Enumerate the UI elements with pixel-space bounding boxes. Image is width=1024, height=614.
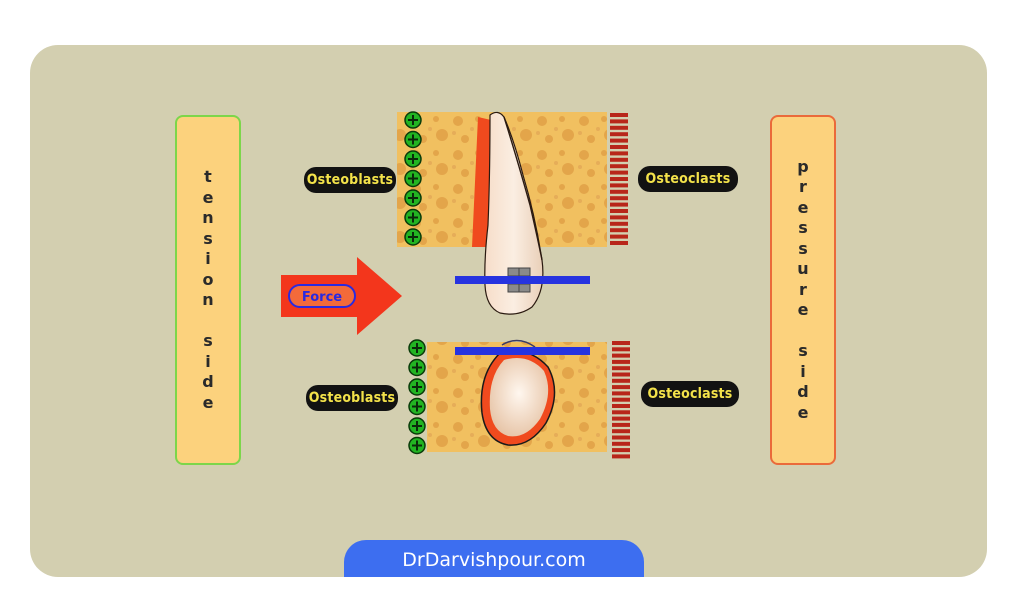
- red-bar-icon: [610, 170, 628, 175]
- pressure-side-label-char: e: [797, 402, 809, 422]
- red-bar-icon: [610, 234, 628, 239]
- tooth-cross-section: [489, 358, 549, 437]
- red-bar-icon: [612, 366, 630, 371]
- force-arrow-icon: Force: [281, 257, 402, 335]
- red-bar-icon: [612, 435, 630, 440]
- section-plane-upper: [455, 276, 590, 284]
- plus-sign: [412, 343, 422, 353]
- red-bar-icon: [612, 410, 630, 415]
- red-bar-icon: [612, 448, 630, 453]
- footer-site-badge[interactable]: DrDarvishpour.com: [344, 540, 644, 577]
- red-bar-icon: [610, 202, 628, 207]
- osteoclasts-label-upper: Osteoclasts: [638, 166, 738, 192]
- red-bar-icon: [612, 441, 630, 446]
- plus-sign: [408, 232, 418, 242]
- red-bar-icon: [610, 189, 628, 194]
- red-bar-icon: [610, 183, 628, 188]
- tension-side-label-char: e: [202, 392, 214, 412]
- osteoblast-markers-upper: [404, 111, 422, 246]
- red-bar-icon: [612, 385, 630, 390]
- red-bar-icon: [612, 429, 630, 434]
- pressure-side-label-char: s: [798, 341, 808, 361]
- tension-side-label-char: t: [204, 167, 212, 186]
- red-bar-icon: [612, 347, 630, 352]
- red-bar-icon: [610, 215, 628, 220]
- tension-side-label-char: n: [202, 208, 214, 227]
- plus-sign: [412, 421, 422, 431]
- red-bar-icon: [612, 372, 630, 377]
- red-bar-icon: [612, 341, 630, 345]
- osteoclasts-label-lower: Osteoclasts: [641, 381, 739, 407]
- plus-sign: [408, 173, 418, 184]
- pressure-side-label-char: s: [798, 218, 808, 238]
- red-bar-icon: [610, 196, 628, 201]
- pressure-side-label-char: p: [797, 156, 809, 176]
- tension-side-label-char: d: [202, 372, 214, 391]
- plus-sign: [412, 440, 422, 451]
- tension-side-label-char: i: [205, 249, 211, 268]
- red-bar-icon: [610, 177, 628, 181]
- pressure-side-label-char: d: [797, 382, 809, 402]
- pressure-side-label-char: r: [799, 177, 807, 197]
- tension-side-label-char: i: [205, 351, 211, 371]
- pressure-side-label-char: r: [799, 279, 807, 299]
- plus-sign: [412, 382, 422, 392]
- red-bar-icon: [612, 353, 630, 358]
- red-bar-icon: [610, 138, 628, 143]
- red-bar-icon: [612, 359, 630, 364]
- red-bar-icon: [612, 391, 630, 396]
- osteoblasts-label-upper: Osteoblasts: [304, 167, 396, 193]
- red-bar-icon: [612, 454, 630, 459]
- plus-sign: [408, 154, 418, 164]
- plus-sign: [412, 362, 422, 373]
- red-bar-icon: [612, 378, 630, 383]
- red-bar-icon: [610, 132, 628, 137]
- upper-ligament-tension: [472, 117, 491, 247]
- tension-side-label-char: s: [203, 331, 213, 350]
- red-bar-icon: [612, 422, 630, 427]
- red-bar-icon: [612, 404, 630, 408]
- osteoclast-markers-upper: [610, 113, 628, 245]
- plus-sign: [408, 212, 418, 223]
- plus-sign: [408, 115, 418, 125]
- red-bar-icon: [610, 119, 628, 124]
- red-bar-icon: [610, 125, 628, 130]
- pressure-side-label-char: e: [797, 300, 809, 320]
- red-bar-icon: [610, 151, 628, 156]
- red-bar-icon: [610, 228, 628, 233]
- osteoclast-markers-lower: [612, 341, 630, 459]
- red-bar-icon: [610, 145, 628, 149]
- pressure-side-label-char: s: [798, 238, 808, 258]
- red-bar-icon: [610, 157, 628, 162]
- tooth-movement-diagram: Force: [281, 111, 630, 459]
- red-bar-icon: [612, 397, 630, 402]
- red-bar-icon: [610, 241, 628, 245]
- red-bar-icon: [610, 221, 628, 226]
- osteoblasts-label-lower: Osteoblasts: [306, 385, 398, 411]
- tension-side-label-char: s: [203, 228, 213, 248]
- red-bar-icon: [610, 164, 628, 169]
- pressure-side-label-char: u: [797, 259, 809, 279]
- plus-sign: [412, 401, 422, 412]
- red-bar-icon: [610, 113, 628, 117]
- pressure-side-label-char: i: [800, 361, 806, 381]
- red-bar-icon: [610, 209, 628, 213]
- tooth-side-view: [484, 111, 544, 315]
- plus-sign: [408, 193, 418, 203]
- tension-side-label-char: e: [202, 187, 214, 207]
- tension-side-label-char: n: [202, 290, 214, 309]
- red-bar-icon: [612, 416, 630, 421]
- section-plane-lower: [455, 347, 590, 355]
- plus-sign: [408, 134, 418, 145]
- force-label: Force: [302, 290, 342, 305]
- osteoblast-markers-lower: [408, 339, 426, 455]
- tension-side-label-char: o: [202, 269, 214, 289]
- pressure-side-label-char: e: [797, 197, 809, 217]
